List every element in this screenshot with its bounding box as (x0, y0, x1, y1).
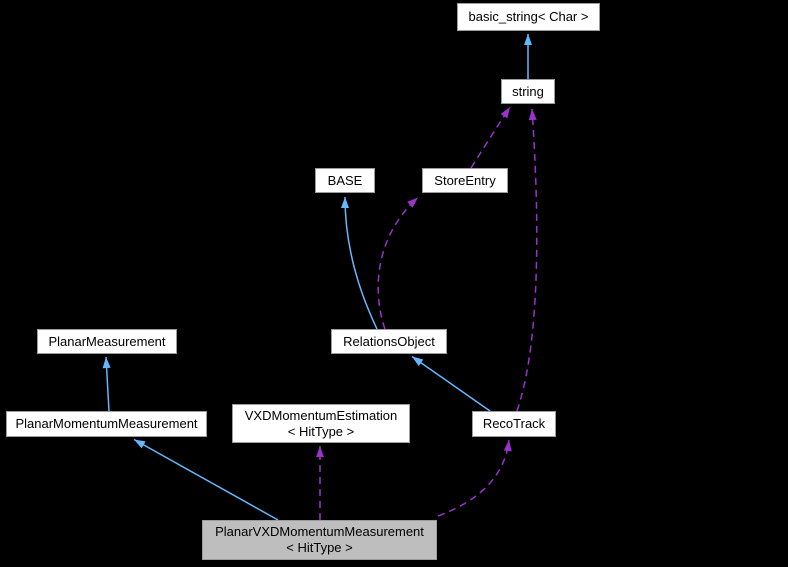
node-label: BASE (327, 172, 363, 188)
node-label: RelationsObject (343, 333, 435, 349)
node-reco-track[interactable]: RecoTrack (472, 411, 556, 437)
edge-reco_track-to-string-usage (516, 108, 538, 412)
node-label: basic_string< Char > (468, 9, 589, 24)
node-string[interactable]: string (501, 79, 555, 104)
node-label: PlanarMeasurement (48, 333, 166, 349)
node-vxd-momentum-estimation[interactable]: VXDMomentumEstimation < HitType > (232, 404, 410, 443)
node-planar-momentum-measurement[interactable]: PlanarMomentumMeasurement (6, 411, 207, 437)
node-relations-object[interactable]: RelationsObject (331, 329, 447, 354)
node-basic-string[interactable]: basic_string< Char > (457, 3, 600, 31)
edge-planar_momentum-to-planar_measurement-inherit (102, 356, 111, 412)
node-label: PlanarMomentumMeasurement (15, 416, 198, 431)
edge-planar_vxd-to-planar_momentum-inherit (133, 438, 279, 521)
node-label-line1: VXDMomentumEstimation (244, 407, 398, 423)
edge-relations_object-to-store_entry-usage (377, 196, 419, 330)
node-label-line2: < HitType > (287, 423, 355, 439)
node-base[interactable]: BASE (315, 168, 375, 193)
node-label: StoreEntry (434, 172, 496, 188)
edge-reco_track-to-relations_object-inherit (411, 355, 491, 412)
edge-relations_object-to-base-inherit (341, 196, 378, 330)
edge-planar_vxd-to-reco_track-usage (437, 439, 512, 517)
node-label-line2: < HitType > (286, 540, 353, 555)
node-label-line1: PlanarVXDMomentumMeasurement (215, 524, 424, 539)
node-planar-vxd-momentum-measurement[interactable]: PlanarVXDMomentumMeasurement < HitType > (202, 520, 437, 560)
node-label: RecoTrack (482, 416, 546, 431)
node-store-entry[interactable]: StoreEntry (422, 168, 508, 193)
node-planar-measurement[interactable]: PlanarMeasurement (37, 329, 177, 354)
edge-store_entry-to-string-usage (470, 106, 511, 169)
node-label: string (512, 83, 544, 99)
